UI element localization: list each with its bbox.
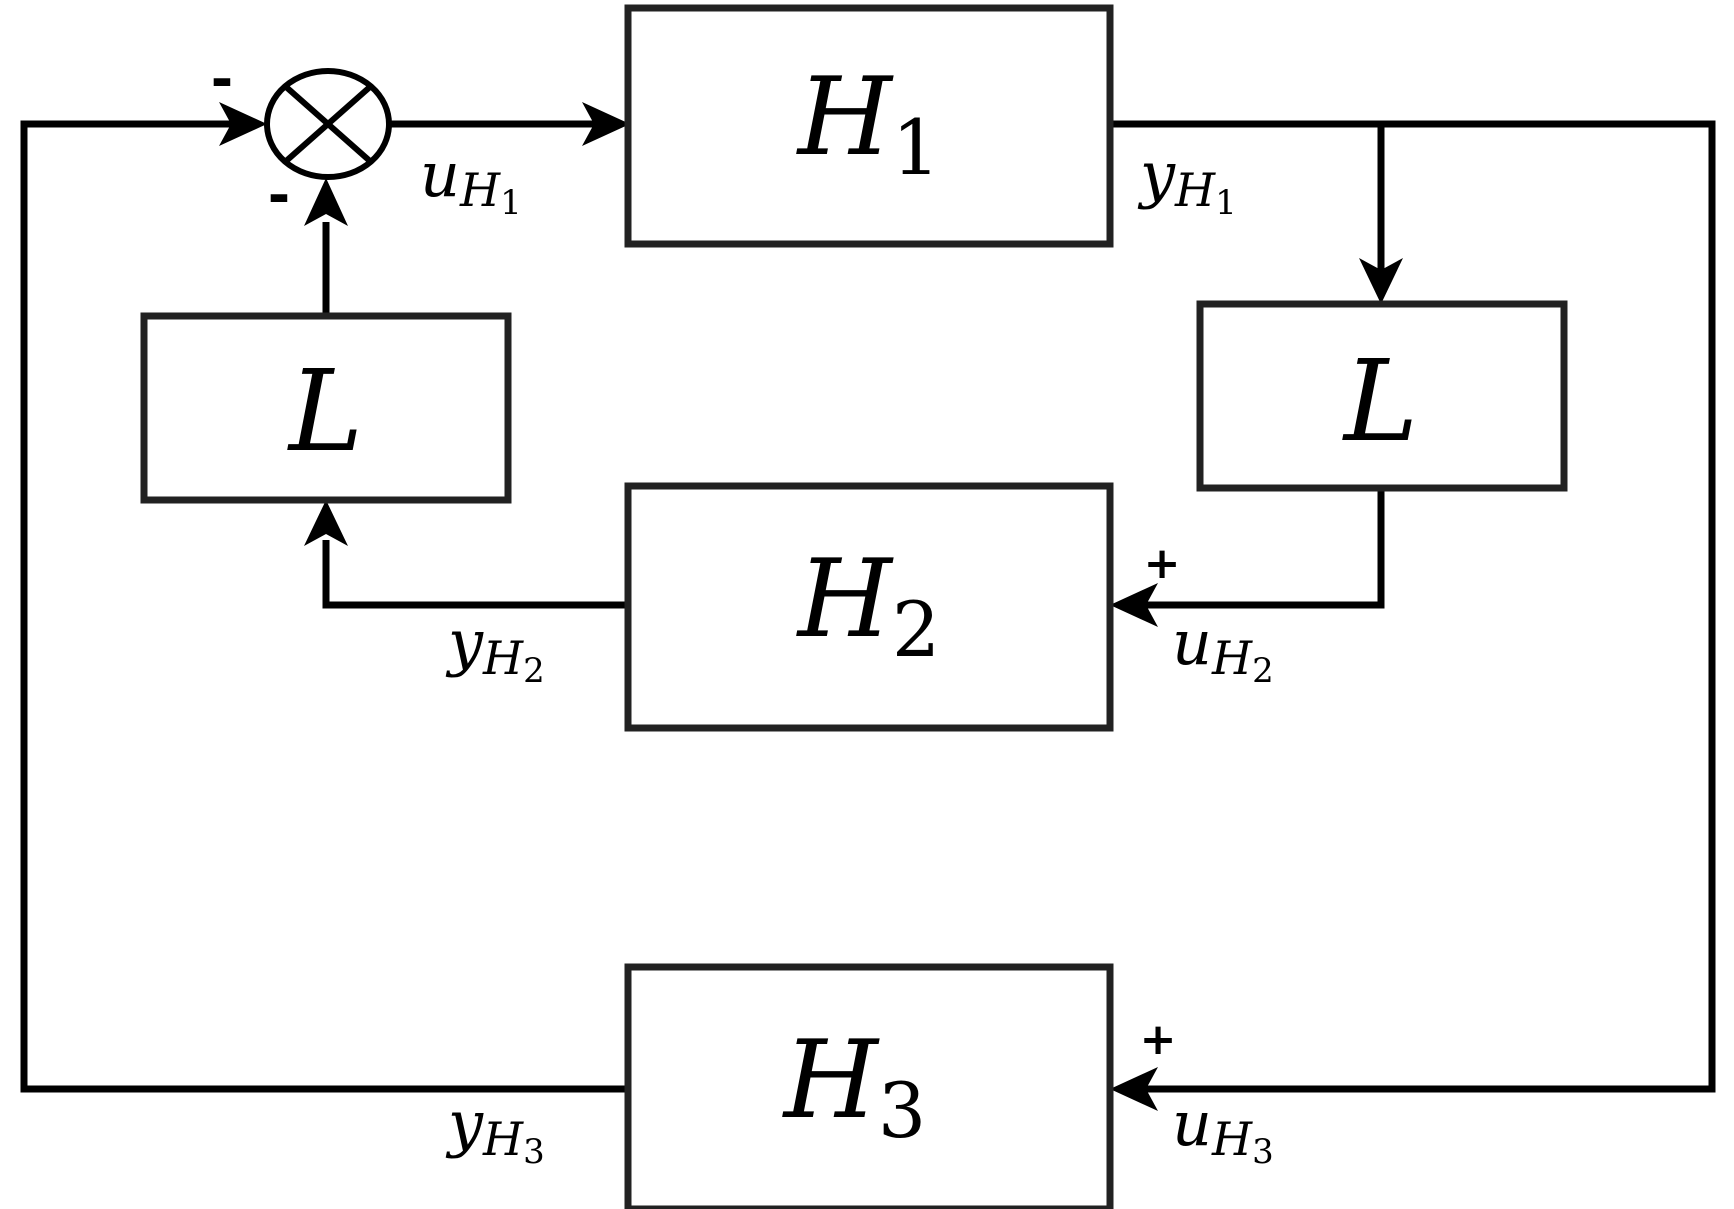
sign-summer-left: -: [211, 48, 233, 111]
wire-right-l-to-h2: [1130, 488, 1385, 609]
wire-h1-output-loop: [1110, 120, 1716, 1093]
block-h2: H2: [624, 482, 1114, 732]
sign-h3-input: +: [1140, 1014, 1177, 1065]
signal-label-y-h2: yH2: [445, 606, 545, 691]
block-h2-label: H2: [796, 537, 941, 674]
block-h1: H1: [624, 4, 1114, 248]
block-l-right-label: L: [1342, 337, 1418, 467]
signal-label-y-h1: yH1: [1137, 138, 1237, 223]
block-h1-label: H1: [796, 55, 941, 192]
arrowhead-into-h2: [1110, 583, 1158, 627]
sign-summer-bottom: -: [268, 164, 290, 227]
block-l-right: L: [1196, 300, 1568, 492]
signal-label-u-h2: uH2: [1172, 606, 1274, 691]
block-l-left-label: L: [287, 347, 363, 477]
arrowhead-into-summer-bottom: [304, 178, 348, 226]
signal-label-u-h3: uH3: [1172, 1087, 1274, 1172]
arrowhead-into-summer-left: [219, 102, 267, 146]
signal-label-u-h1: uH1: [420, 138, 522, 223]
block-h3: H3: [624, 963, 1114, 1209]
block-h3-label: H3: [782, 1018, 927, 1155]
sign-h2-input: +: [1144, 538, 1181, 589]
arrowhead-into-right-l: [1359, 258, 1403, 304]
signal-label-y-h3: yH3: [445, 1087, 545, 1172]
arrowhead-into-h1: [582, 102, 630, 146]
summing-junction: [264, 68, 392, 180]
wire-h3-feedback: [20, 120, 628, 1093]
arrowhead-into-h3: [1110, 1067, 1158, 1111]
wire-h2-to-left-l: [322, 540, 628, 609]
arrowhead-into-left-l: [304, 500, 348, 546]
block-l-left: L: [140, 312, 512, 504]
